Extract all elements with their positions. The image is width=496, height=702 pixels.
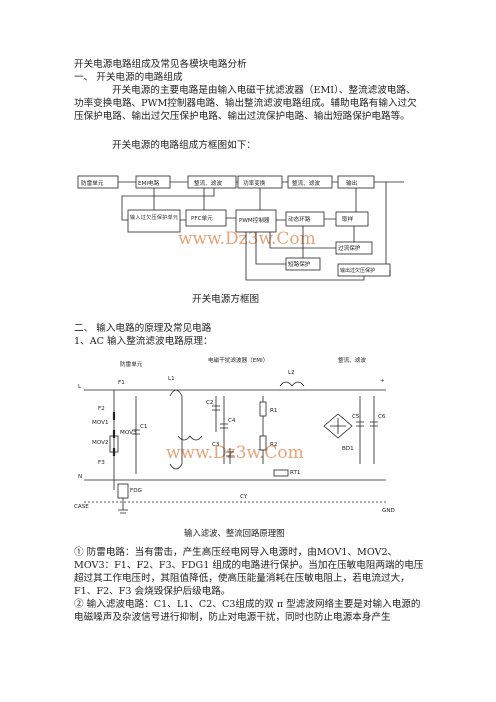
label-MOV2: MOV2 (92, 440, 109, 446)
label-C3: C3 (212, 442, 220, 448)
block-dynamic-loop-label: 动态环路 (288, 215, 311, 223)
label-R2: R2 (270, 442, 277, 448)
label-BD1: BD1 (342, 446, 354, 452)
block-diagram: www.Dz3w.Com 防雷单元 EMI电路 整流、滤波 (77, 175, 404, 305)
label-C5: C5 (352, 414, 360, 420)
label-plus: + (380, 378, 385, 384)
label-CY: CY (240, 494, 248, 500)
block-surge-label: 防雷单元 (81, 179, 104, 187)
block-emi-label: EMI电路 (138, 179, 160, 187)
label-C4: C4 (228, 418, 236, 424)
block-output-rectifier-label: 整流、滤波 (292, 179, 320, 187)
label-surge-unit: 防雷单元 (120, 360, 143, 368)
label-C2: C2 (206, 400, 213, 406)
label-F2: F2 (98, 406, 105, 412)
block-output-label: 输出 (346, 179, 357, 187)
block-pfc-label: PFC单元 (191, 214, 213, 222)
label-F3: F3 (98, 460, 105, 466)
fdg-device (117, 483, 129, 499)
label-N: N (78, 474, 82, 480)
item-2-input-filter: ② 输入滤波电路：C1、L1、C2、C3组成的双 π 型滤波网络主要是对输入电源… (74, 599, 421, 623)
doc-title: 开关电源电路组成及常见各模块电路分析 (74, 59, 247, 70)
input-filter-schematic: www.Dz3w.Com 防雷单元 (74, 356, 395, 538)
section-1-paragraph: 开关电源的主要电路是由输入电磁干扰滤波器（EMI）、整流滤波电路、功率变换电路、… (74, 85, 417, 122)
label-C1: C1 (140, 424, 148, 430)
label-C6: C6 (378, 414, 386, 420)
block-diagram-watermark: www.Dz3w.Com (178, 229, 316, 249)
block-input-ovp-label: 输入过欠压保护单元 (130, 214, 178, 221)
block-rectifier-label: 整流、滤波 (194, 179, 222, 187)
section-1-heading: 一、 开关电源的电路组成 (74, 72, 183, 83)
block-input-ovp (127, 209, 181, 233)
block-sample-label: 取样 (342, 215, 354, 223)
block-power-label: 功率变换 (243, 179, 266, 187)
label-L2: L2 (288, 370, 295, 376)
label-RT1: RT1 (290, 470, 301, 476)
block-diagram-caption: 开关电源方框图 (192, 293, 259, 305)
label-R1: R1 (270, 408, 278, 414)
block-ocp-label: 过流保护 (338, 244, 361, 252)
schematic-caption: 输入滤波、整流回路原理图 (184, 528, 285, 538)
schematic-watermark: www.Dz3w.Com (166, 443, 304, 463)
label-GND: GND (382, 508, 395, 514)
label-F1: F1 (118, 380, 125, 386)
block-scp-label: 短路保护 (288, 260, 311, 268)
block-pwm-label: PWM控制器 (239, 216, 270, 224)
label-MOV3: MOV3 (120, 430, 137, 436)
block-diagram-intro: 开关电源的电路组成方框图如下： (112, 140, 256, 151)
label-FDG: FDG (130, 488, 142, 494)
label-rectifier-filter: 整流、滤波 (338, 356, 366, 364)
section-2-heading: 二、 输入电路的原理及常见电路 (74, 323, 212, 334)
section-2-subheading: 1、AC 输入整流滤波电路原理： (74, 336, 213, 347)
label-case: CASE (74, 504, 89, 510)
label-L: L (78, 384, 82, 390)
label-MOV1: MOV1 (92, 420, 109, 426)
label-L1: L1 (168, 376, 175, 382)
label-emi: 电磁干扰滤波器（EMI） (208, 356, 268, 364)
block-output-ovp-label: 输出过欠压保护 (340, 267, 375, 274)
item-1-surge-protection: ① 防雷电路：当有雷击，产生高压经电网导入电源时，由MOV1、MOV2、MOV3… (74, 547, 424, 597)
